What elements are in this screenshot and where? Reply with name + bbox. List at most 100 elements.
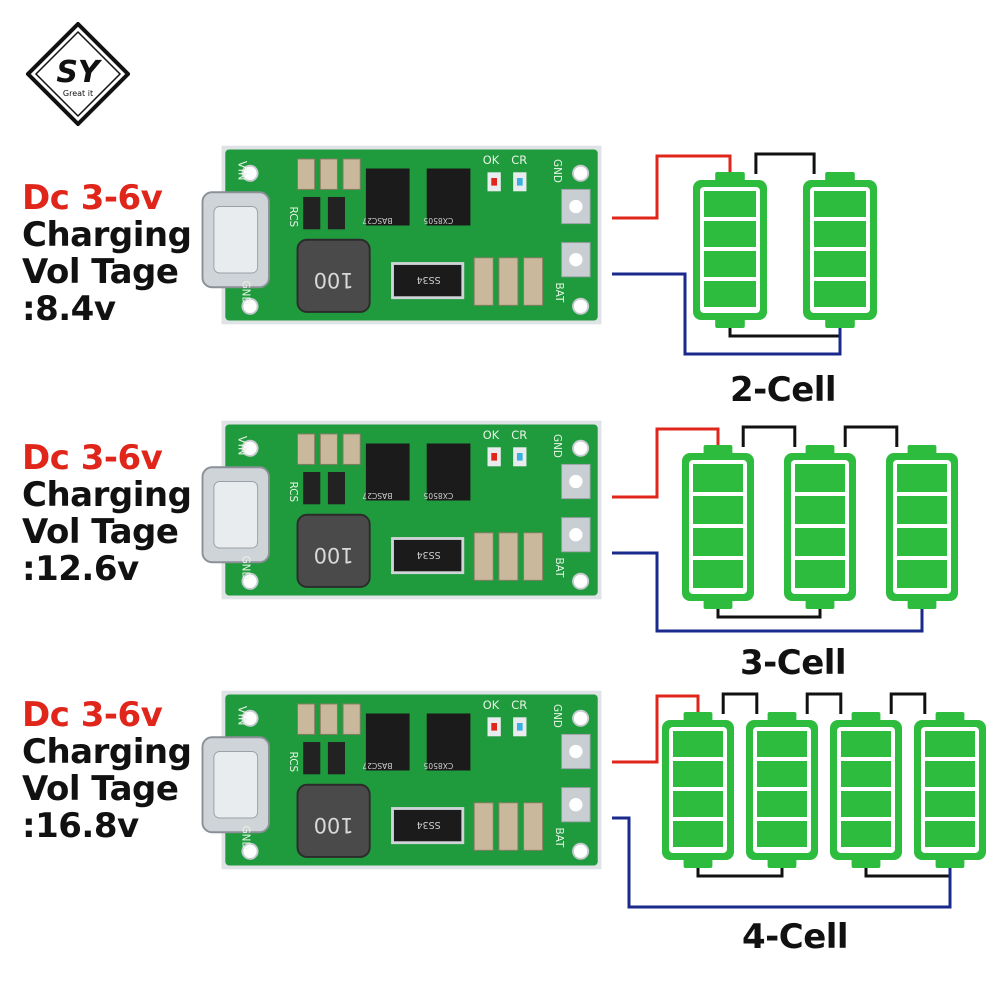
capacitor bbox=[342, 158, 361, 190]
cell-count-label: 3-Cell bbox=[740, 643, 847, 683]
battery-cell bbox=[784, 445, 856, 609]
series-wire bbox=[843, 425, 899, 447]
battery-bar bbox=[795, 496, 845, 524]
charging-voltage: :16.8v bbox=[22, 806, 139, 846]
vol-tage-label: Vol Tage bbox=[22, 512, 179, 552]
chip-label: BASC27 bbox=[362, 216, 392, 225]
battery-terminal bbox=[805, 599, 835, 609]
bat-label: BAT bbox=[553, 558, 565, 578]
battery-cell bbox=[830, 712, 902, 868]
battery-bar bbox=[814, 191, 866, 217]
negative-wire bbox=[612, 272, 842, 356]
battery-bar bbox=[925, 791, 975, 817]
capacitor bbox=[319, 158, 338, 190]
mounting-hole bbox=[572, 572, 590, 590]
inductor-label: 100 bbox=[314, 268, 354, 292]
led-blue bbox=[516, 723, 523, 731]
vol-tage-label: Vol Tage bbox=[22, 769, 179, 809]
battery-bar bbox=[693, 560, 743, 588]
cell-count-label: 2-Cell bbox=[730, 370, 837, 410]
brand-logo: SY Great it bbox=[26, 22, 130, 126]
ic-chip bbox=[365, 168, 410, 226]
battery-bar bbox=[704, 221, 756, 247]
terminal-hole bbox=[569, 744, 583, 759]
battery-bar bbox=[693, 528, 743, 556]
battery-bar bbox=[814, 281, 866, 307]
charging-voltage: :12.6v bbox=[22, 549, 139, 589]
rcs-label: RCS bbox=[287, 752, 299, 773]
usb-c-inner bbox=[213, 481, 259, 549]
battery-terminal bbox=[767, 858, 797, 868]
negative-wire bbox=[612, 551, 924, 633]
battery-terminal bbox=[935, 858, 965, 868]
inductor bbox=[296, 238, 371, 313]
positive-wire bbox=[612, 694, 700, 764]
battery-terminal bbox=[805, 445, 835, 455]
battery-terminal bbox=[825, 318, 855, 328]
battery-bar bbox=[925, 761, 975, 787]
charging-label: Charging bbox=[22, 732, 192, 772]
battery-terminal bbox=[767, 712, 797, 722]
ic-chip bbox=[426, 443, 471, 501]
inductor bbox=[296, 783, 371, 858]
capacitor bbox=[498, 532, 519, 581]
logo-tagline: Great it bbox=[63, 89, 93, 98]
battery-terminal bbox=[683, 712, 713, 722]
gnd-label-left: GND bbox=[239, 826, 251, 850]
chip2-label: CX8505 bbox=[423, 491, 453, 500]
battery-bar bbox=[757, 761, 807, 787]
led-red bbox=[491, 723, 497, 731]
ic-chip bbox=[426, 168, 471, 226]
series-wire bbox=[716, 609, 822, 619]
battery-bar bbox=[814, 251, 866, 277]
battery-terminal bbox=[935, 712, 965, 722]
series-wire bbox=[728, 328, 842, 338]
charging-voltage: :8.4v bbox=[22, 289, 116, 329]
battery-bar bbox=[673, 791, 723, 817]
ok-label: OK bbox=[483, 698, 500, 712]
capacitor bbox=[319, 433, 338, 465]
led-red bbox=[491, 178, 497, 186]
terminal-hole bbox=[569, 528, 583, 542]
bat-label: BAT bbox=[553, 828, 565, 848]
battery-terminal bbox=[907, 599, 937, 609]
terminal-hole bbox=[569, 253, 583, 267]
vol-tage-label: Vol Tage bbox=[22, 252, 179, 292]
negative-wire bbox=[612, 816, 952, 909]
battery-bar bbox=[841, 761, 891, 787]
capacitor bbox=[297, 703, 316, 735]
charging-label: Charging bbox=[22, 215, 192, 255]
mounting-hole bbox=[241, 709, 259, 727]
mounting-hole bbox=[572, 709, 590, 727]
input-voltage: Dc 3-6v bbox=[22, 695, 163, 735]
battery-bar bbox=[897, 496, 947, 524]
ic-chip bbox=[365, 443, 410, 501]
chip2-label: CX8505 bbox=[423, 216, 453, 225]
rcs-label: RCS bbox=[287, 482, 299, 503]
resistor bbox=[327, 472, 345, 505]
battery-cell bbox=[746, 712, 818, 868]
input-voltage: Dc 3-6v bbox=[22, 438, 163, 478]
battery-cell bbox=[682, 445, 754, 609]
mounting-hole bbox=[241, 297, 259, 315]
series-wire bbox=[805, 692, 843, 714]
ic-chip bbox=[365, 713, 410, 771]
series-wire bbox=[754, 152, 816, 174]
battery-terminal bbox=[851, 712, 881, 722]
battery-bar bbox=[814, 221, 866, 247]
cr-label: CR bbox=[511, 428, 527, 442]
battery-bar bbox=[897, 464, 947, 492]
resistor bbox=[303, 197, 321, 230]
series-wire bbox=[721, 692, 759, 714]
rcs-label: RCS bbox=[287, 207, 299, 228]
capacitor bbox=[473, 257, 494, 306]
battery-bar bbox=[897, 528, 947, 556]
battery-bar bbox=[841, 791, 891, 817]
positive-wire bbox=[612, 427, 720, 499]
ok-label: OK bbox=[483, 428, 500, 442]
